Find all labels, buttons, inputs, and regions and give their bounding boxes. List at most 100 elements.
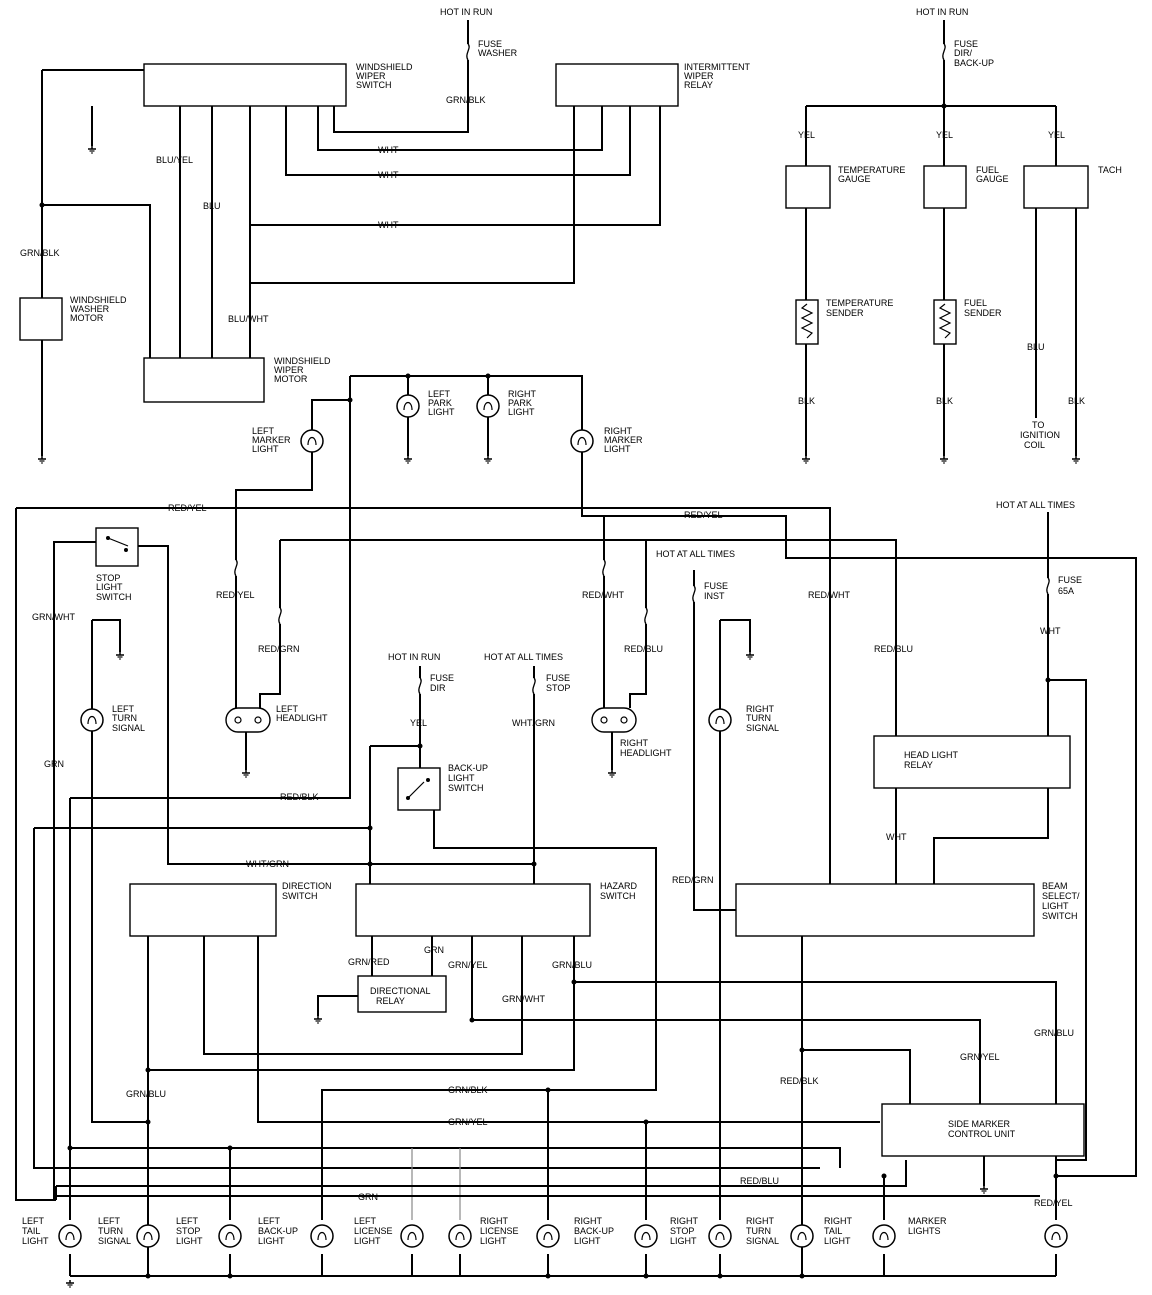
fuse-stop-icon [530, 677, 538, 695]
lamp-label: LIGHT [670, 1236, 697, 1246]
label-side-marker-control-unit: CONTROL UNIT [948, 1129, 1016, 1139]
label-hot-in-run: HOT IN RUN [388, 652, 440, 662]
ground-icon [87, 145, 97, 154]
label-left-turn-signal: LEFT [112, 704, 135, 714]
lamp-label: TAIL [22, 1226, 40, 1236]
fuse-icon [600, 559, 608, 577]
wire-label: RED/BLU [874, 644, 913, 654]
label-washer-motor: MOTOR [70, 313, 104, 323]
lamp-label: STOP [176, 1226, 200, 1236]
temperature-gauge [785, 165, 831, 209]
label-beam-switch: LIGHT [1042, 901, 1069, 911]
label-right-marker-light: RIGHT [604, 426, 633, 436]
left-park-light-icon [396, 394, 420, 418]
wire-label: RED/YEL [684, 510, 723, 520]
label-stop-light-switch: STOP [96, 573, 120, 583]
label-direction-switch: SWITCH [282, 891, 318, 901]
lamp-label: LICENSE [480, 1226, 519, 1236]
wire-label: YEL [1048, 130, 1065, 140]
label-directional-relay: RELAY [376, 996, 405, 1006]
label-left-marker-light: LEFT [252, 426, 275, 436]
label-hazard-switch: SWITCH [600, 891, 636, 901]
right-headlight [591, 707, 637, 733]
ground-icon [483, 455, 493, 464]
directional-relay [357, 975, 447, 1013]
wire-label: WHT [886, 832, 907, 842]
ground-icon [939, 455, 949, 464]
label-fuse: BACK-UP [954, 58, 994, 68]
label-fuse: DIR/ [954, 48, 972, 58]
label-left-park-light: LIGHT [428, 407, 455, 417]
label-left-marker-light: LIGHT [252, 444, 279, 454]
wire-label: GRN/YEL [960, 1052, 1000, 1062]
label-wiper-switch: WINDSHIELD [356, 62, 413, 72]
direction-switch [129, 883, 277, 937]
label-right-headlight: HEADLIGHT [620, 748, 672, 758]
left-turn-signal-rear-icon [136, 1224, 160, 1248]
wiper-circuit: HOT IN RUN FUSE WASHER GRN/BLK WINDSHIEL… [19, 7, 750, 464]
label-fuse-stop: FUSE [546, 673, 570, 683]
label-fuel-gauge: FUEL [976, 165, 999, 175]
left-turn-signal-icon [80, 708, 104, 732]
lamp-label: BACK-UP [258, 1226, 298, 1236]
fuse-icon [276, 607, 284, 625]
label-hot-in-run: HOT IN RUN [440, 7, 492, 17]
label-fuel-sender: SENDER [964, 308, 1002, 318]
label-fuse-65a: FUSE [1058, 575, 1082, 585]
label-fuse: FUSE [954, 39, 978, 49]
label-to-ignition-coil: COIL [1024, 440, 1045, 450]
label-left-park-light: PARK [428, 398, 452, 408]
label-temperature-gauge: TEMPERATURE [838, 165, 905, 175]
wire-label: RED/YEL [168, 503, 207, 513]
label-beam-switch: BEAM [1042, 881, 1068, 891]
label-left-park-light: LEFT [428, 389, 451, 399]
wire-label: BLU [203, 201, 221, 211]
left-headlight [225, 707, 271, 733]
label-right-park-light: LIGHT [508, 407, 535, 417]
lamp-label: LIGHT [824, 1236, 851, 1246]
label-left-headlight: HEADLIGHT [276, 713, 328, 723]
lamp-label: TURN [98, 1226, 123, 1236]
wire-label: BLU/WHT [228, 314, 269, 324]
label-directional-relay: DIRECTIONAL [370, 986, 431, 996]
wire-label: WHT/GRN [512, 718, 555, 728]
label-fuse-washer: FUSE [478, 39, 502, 49]
label-left-headlight: LEFT [276, 704, 299, 714]
wire-label: RED/BLU [740, 1176, 779, 1186]
wire-label: GRN/RED [348, 957, 390, 967]
lamp-label: LEFT [176, 1216, 199, 1226]
lamp-label: RIGHT [574, 1216, 603, 1226]
windshield-washer-motor [19, 297, 63, 341]
label-wiper-motor: MOTOR [274, 374, 308, 384]
fuse-dir-backup-icon [940, 43, 948, 61]
backup-light-switch [397, 767, 441, 811]
left-tail-light-icon [58, 1224, 82, 1248]
label-side-marker-control-unit: SIDE MARKER [948, 1119, 1011, 1129]
label-right-turn-signal: SIGNAL [746, 723, 779, 733]
label-intermittent-relay: WIPER [684, 71, 714, 81]
beam-select-light-switch [735, 883, 1035, 937]
label-left-marker-light: MARKER [252, 435, 291, 445]
label-fuse-inst: FUSE [704, 581, 728, 591]
label-left-turn-signal: SIGNAL [112, 723, 145, 733]
left-marker-light-icon [300, 429, 324, 453]
label-right-park-light: RIGHT [508, 389, 537, 399]
wire-label: BLK [798, 396, 815, 406]
left-backup-light-icon [310, 1224, 334, 1248]
wire-label: GRN/WHT [502, 994, 545, 1004]
lamp-label: LIGHT [480, 1236, 507, 1246]
wire-label: GRN/YEL [448, 1117, 488, 1127]
label-fuse-dir: FUSE [430, 673, 454, 683]
label-washer-motor: WINDSHIELD [70, 295, 127, 305]
right-park-light-icon [476, 394, 500, 418]
label-temperature-sender: SENDER [826, 308, 864, 318]
label-hot-at-all-times: HOT AT ALL TIMES [996, 500, 1075, 510]
lamp-label: LICENSE [354, 1226, 393, 1236]
right-turn-signal-icon [708, 708, 732, 732]
rear-lighting-circuit: GRN/RED GRN GRN/YEL GRN/BLU DIRECTIONAL … [22, 936, 1085, 1288]
lamp-label: SIGNAL [746, 1236, 779, 1246]
side-marker-lamp-icon [1044, 1224, 1068, 1248]
lamp-label: TURN [746, 1226, 771, 1236]
ground-icon [979, 1185, 989, 1194]
wire-label: RED/GRN [672, 875, 714, 885]
